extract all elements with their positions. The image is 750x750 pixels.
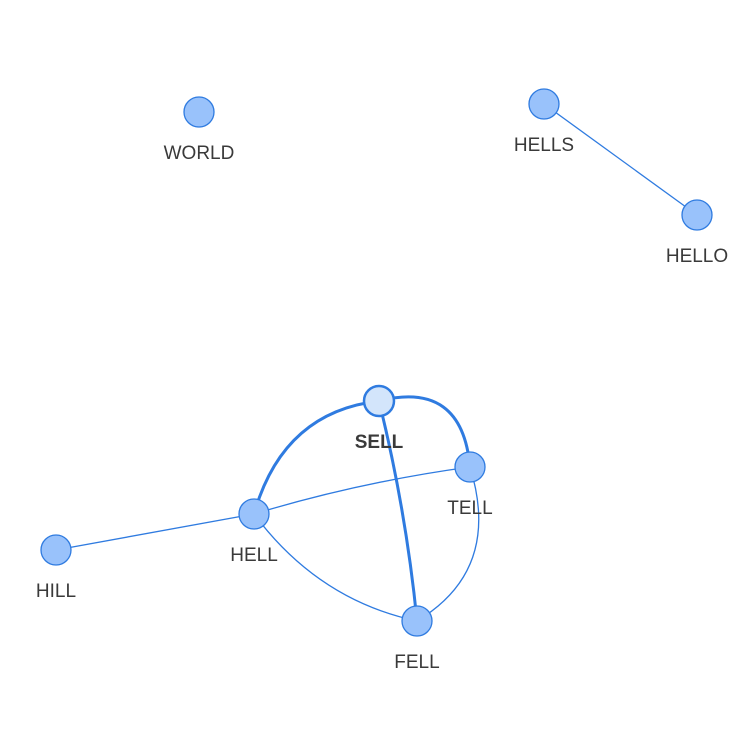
node-label: WORLD (164, 143, 235, 164)
node-hill[interactable]: HILL (36, 534, 76, 602)
edge-hells-hello (543, 103, 698, 216)
edge-hell-tell (253, 466, 471, 515)
node-circle[interactable] (528, 88, 560, 120)
node-label: HELL (230, 545, 278, 566)
node-tell[interactable]: TELL (447, 451, 493, 519)
node-circle[interactable] (454, 451, 486, 483)
node-sell[interactable]: SELL (355, 384, 404, 453)
edge-sell-tell (378, 395, 472, 468)
node-circle[interactable] (362, 384, 396, 418)
edges-layer (55, 103, 698, 622)
node-label: SELL (355, 432, 404, 453)
edge-tell-fell (416, 466, 480, 622)
node-circle[interactable] (681, 199, 713, 231)
edge-hell-fell (253, 513, 418, 622)
node-circle[interactable] (183, 96, 215, 128)
node-circle[interactable] (40, 534, 72, 566)
node-label: HILL (36, 581, 76, 602)
node-circle[interactable] (401, 605, 433, 637)
node-fell[interactable]: FELL (394, 605, 440, 673)
node-circle[interactable] (238, 498, 270, 530)
edge-hill-hell (55, 513, 255, 551)
edge-sell-fell (377, 400, 419, 622)
node-label: HELLO (666, 246, 728, 267)
edge-sell-hell (252, 399, 380, 515)
node-hello[interactable]: HELLO (666, 199, 728, 267)
node-label: FELL (394, 652, 439, 673)
node-label: HELLS (514, 135, 574, 156)
node-world[interactable]: WORLD (164, 96, 235, 164)
node-label: TELL (447, 498, 492, 519)
nodes-layer: WORLD HELLS HELLO SELL TELL HELL HILL FELL (36, 88, 728, 673)
node-hell[interactable]: HELL (230, 498, 278, 566)
node-hells[interactable]: HELLS (514, 88, 574, 156)
